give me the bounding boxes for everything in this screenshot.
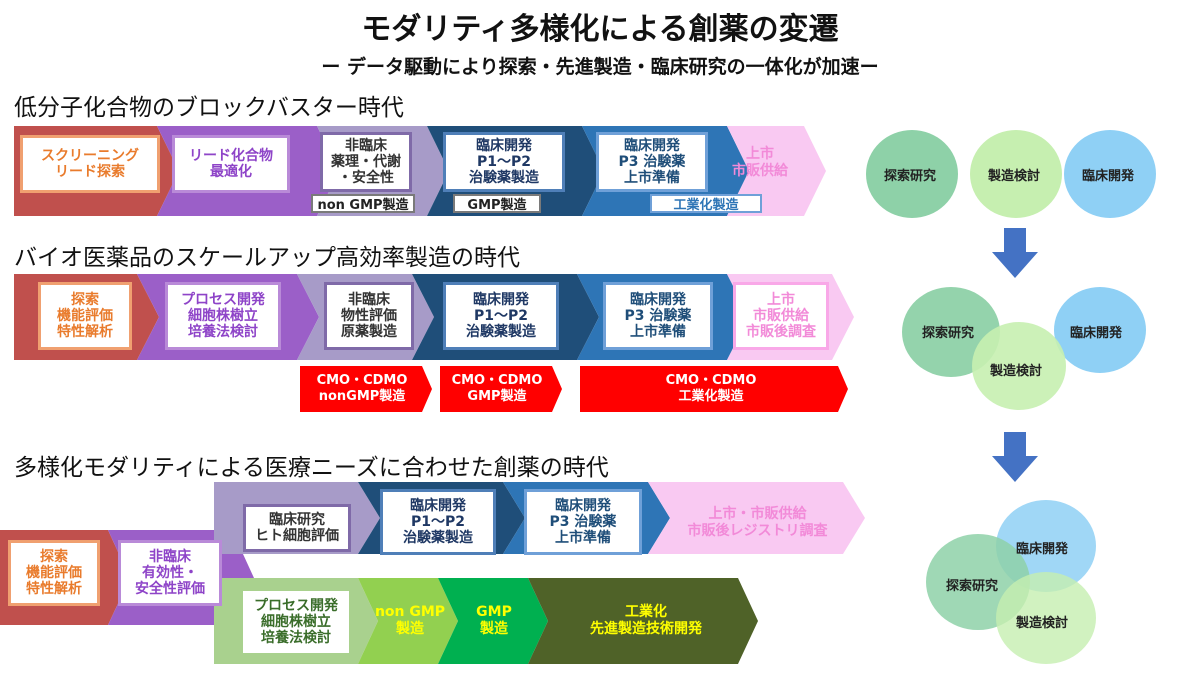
venn3-manufacturing-label: 製造検討 [1016,616,1069,631]
down-arrow-icon [992,432,1038,482]
row3-mfg-nongmp: non GMP 製造 [374,604,446,637]
down-arrow-icon [992,228,1038,278]
row3-heading: 多様化モダリティによる医療ニーズに合わせた創薬の時代 [14,455,609,481]
venn2-research-label: 探索研究 [922,326,975,341]
row3-stage-discovery: 探索 機能評価 特性解析 [8,540,100,606]
venn2-manufacturing-circle [972,322,1066,410]
row1-stage-nonclinical: 非臨床 薬理・代謝 ・安全性 [320,132,412,192]
venn2-clinical-label: 臨床開発 [1070,326,1123,341]
row2-stage-clinical-p3: 臨床開発 P3 治験薬 上市準備 [603,282,713,350]
venn3-clinical-label: 臨床開発 [1016,542,1069,557]
venn1-manufacturing-label: 製造検討 [988,169,1041,184]
row2-stage-discovery: 探索 機能評価 特性解析 [38,282,132,350]
venn-arrow-2 [992,432,1038,482]
row3-stage-launch: 上市・市販供給 市販後レジストリ調査 [687,506,828,539]
row3-chevron-nongmp [358,578,458,664]
row1-stage-clinical-p3: 臨床開発 P3 治験薬 上市準備 [596,132,708,192]
row1-chevron-6 [727,126,826,216]
row1-tag-industrial: 工業化製造 [650,194,762,213]
row3-chevron-industrial [528,578,758,664]
row3-mfg-gmp: GMP 製造 [476,604,512,637]
row1-stage-lead-optimization: リード化合物 最適化 [172,135,290,193]
row1-tag-gmp: GMP製造 [453,194,541,213]
row3-mfg-industrial: 工業化 先進製造技術開発 [590,604,702,637]
row2-cmo-bar-1 [300,366,432,412]
row2-stage-nonclinical: 非臨床 物性評価 原薬製造 [324,282,414,350]
row2-heading: バイオ医薬品のスケールアップ高効率製造の時代 [14,245,520,271]
venn1-research-label: 探索研究 [884,169,937,184]
row2-cmo-bar-3 [580,366,848,412]
venn3-research-label: 探索研究 [946,579,999,594]
venn2-clinical-circle [1054,287,1146,373]
page-title: モダリティ多様化による創薬の変遷 [361,12,839,47]
row3-stage-clinical-p3: 臨床開発 P3 治験薬 上市準備 [524,489,642,555]
venn2-manufacturing-label: 製造検討 [990,364,1043,379]
row3-stage-clinical-p1p2: 臨床開発 P1〜P2 治験薬製造 [380,489,496,555]
row2-stage-process-dev: プロセス開発 細胞株樹立 培養法検討 [165,282,281,350]
venn3-manufacturing-circle [996,572,1096,664]
row2-cmo-bars [300,366,848,412]
row2-cmo-nongmp: CMO・CDMO nonGMP製造 [316,372,408,404]
venn1-research-circle [866,130,958,218]
row2-cmo-gmp: CMO・CDMO GMP製造 [451,372,543,404]
row1-stage-launch: 上市 市販供給 [732,146,788,179]
row3-stage-nonclinical: 非臨床 有効性・ 安全性評価 [118,540,222,606]
row1-tag-nongmp: non GMP製造 [311,194,415,213]
row3-mfg-process-dev: プロセス開発 細胞株樹立 培養法検討 [240,588,352,656]
row2-cmo-bar-2 [440,366,562,412]
venn1-clinical-circle [1064,130,1156,218]
row2-stage-launch: 上市 市販供給 市販後調査 [733,282,829,350]
venn-arrow-1 [992,228,1038,278]
page-subtitle: ー データ駆動により探索・先進製造・臨床研究の一体化が加速ー [321,56,879,78]
row1-heading: 低分子化合物のブロックバスター時代 [14,95,404,121]
row3-stage-clinical-research: 臨床研究 ヒト細胞評価 [243,504,351,552]
venn1-manufacturing-circle [970,130,1062,218]
row2-stage-clinical-p1p2: 臨床開発 P1〜P2 治験薬製造 [443,282,559,350]
row3-chevron-launch [648,482,865,554]
row2-cmo-industrial: CMO・CDMO 工業化製造 [665,372,757,404]
row3-chevron-gmp [438,578,548,664]
venn1-clinical-label: 臨床開発 [1082,169,1135,184]
row1-stage-screening: スクリーニング リード探索 [20,135,160,193]
row1-stage-clinical-p1p2: 臨床開発 P1〜P2 治験薬製造 [443,132,565,192]
